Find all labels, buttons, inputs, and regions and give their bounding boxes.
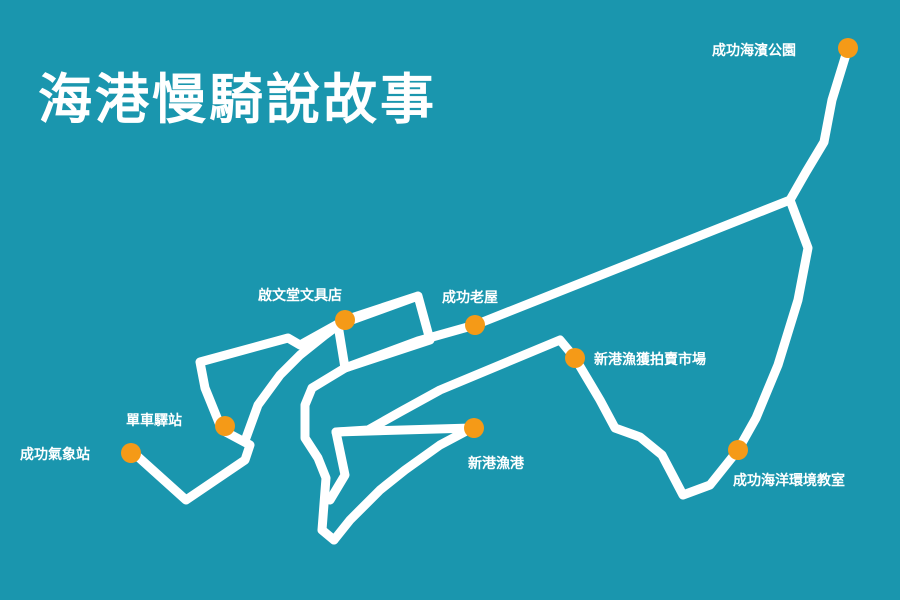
label-xingang-fishing-port: 新港漁港 bbox=[468, 455, 525, 472]
route-harbor-pier bbox=[329, 423, 477, 545]
marker-chenggong-seaside-park[interactable] bbox=[838, 38, 858, 58]
route-town-connector bbox=[241, 315, 350, 443]
label-qi-wen-tang-stationery: 啟文堂文具店 bbox=[258, 287, 342, 304]
place-markers bbox=[121, 38, 858, 463]
marker-bike-station[interactable] bbox=[215, 416, 235, 436]
marker-xingang-fish-auction-market[interactable] bbox=[565, 348, 585, 368]
marker-xingang-fishing-port[interactable] bbox=[464, 418, 484, 438]
label-chenggong-weather-station: 成功氣象站 bbox=[20, 446, 90, 463]
marker-chenggong-ocean-education-center[interactable] bbox=[728, 440, 748, 460]
label-xingang-fish-auction-market: 新港漁獲拍賣市場 bbox=[594, 351, 706, 368]
label-chenggong-ocean-education-center: 成功海洋環境教室 bbox=[733, 472, 845, 489]
route-west-loop bbox=[131, 291, 435, 505]
label-bike-station: 單車驛站 bbox=[126, 412, 182, 429]
place-labels: 成功海濱公園 啟文堂文具店 成功老屋 新港漁獲拍賣市場 單車驛站 成功氣象站 新… bbox=[20, 42, 845, 489]
label-chenggong-old-house: 成功老屋 bbox=[442, 289, 498, 306]
marker-chenggong-old-house[interactable] bbox=[465, 315, 485, 335]
map-title: 海港慢騎說故事 bbox=[38, 68, 437, 131]
marker-qi-wen-tang-stationery[interactable] bbox=[335, 310, 355, 330]
label-chenggong-seaside-park: 成功海濱公園 bbox=[712, 42, 796, 59]
marker-chenggong-weather-station[interactable] bbox=[121, 443, 141, 463]
